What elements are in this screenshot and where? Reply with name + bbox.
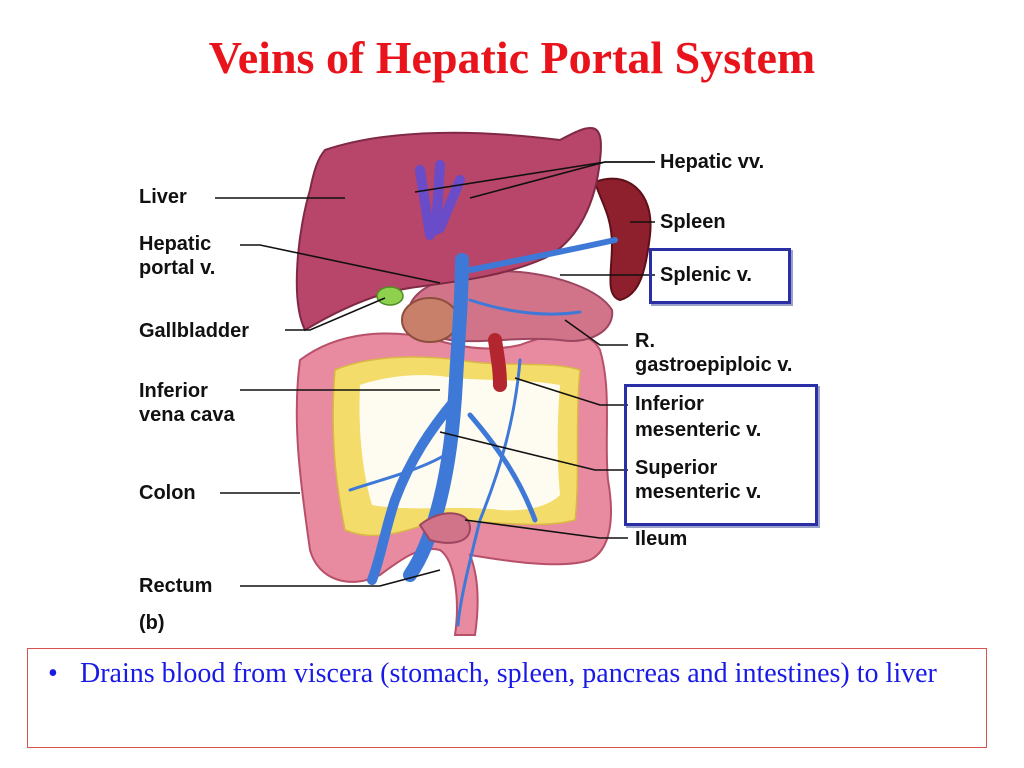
label-colon: Colon — [139, 482, 196, 504]
label-splenic-v: Splenic v. — [660, 264, 752, 286]
label-inferior-vena-cava-line2: vena cava — [139, 404, 235, 426]
label-hepatic-portal-v-line1: Hepatic — [139, 233, 212, 255]
label-r-gastroepiploic-v-line2: gastroepiploic v. — [635, 354, 793, 376]
label-superior-mesenteric-v-line1: Superior — [635, 457, 718, 479]
bullet-item: • Drains blood from viscera (stomach, sp… — [48, 657, 948, 691]
label-liver: Liver — [139, 186, 187, 208]
bullet-symbol: • — [48, 658, 58, 689]
label-r-gastroepiploic-v-line1: R. — [635, 330, 655, 352]
aorta — [488, 333, 507, 392]
ileum-shape — [418, 512, 472, 544]
label-hepatic-portal-v-line2: portal v. — [139, 257, 216, 279]
spleen-shape — [593, 177, 652, 302]
label-ileum: Ileum — [635, 528, 688, 550]
label-inferior-vena-cava-line1: Inferior — [139, 380, 208, 402]
label-gallbladder: Gallbladder — [139, 320, 250, 342]
label-hepatic-vv: Hepatic vv. — [660, 151, 765, 173]
highlight-box-splenic — [649, 248, 791, 304]
panel-label: (b) — [139, 612, 165, 634]
liver-shape — [295, 127, 602, 332]
label-inferior-mesenteric-v-line1: Inferior — [635, 393, 704, 415]
gallbladder-shape — [376, 286, 404, 306]
label-inferior-mesenteric-v-line2: mesenteric v. — [635, 419, 762, 441]
highlight-box-mesenteric — [624, 384, 818, 526]
leader-lines — [215, 161, 655, 587]
bullet-text: Drains blood from viscera (stomach, sple… — [80, 658, 937, 689]
label-rectum: Rectum — [139, 575, 213, 597]
label-spleen: Spleen — [660, 211, 726, 233]
duodenum — [401, 297, 459, 343]
anatomy-illustration — [215, 127, 655, 636]
slide-title: Veins of Hepatic Portal System — [208, 32, 816, 83]
bullet-box: • Drains blood from viscera (stomach, sp… — [27, 648, 987, 748]
label-superior-mesenteric-v-line2: mesenteric v. — [635, 481, 762, 503]
hepatic-veins — [415, 160, 465, 240]
